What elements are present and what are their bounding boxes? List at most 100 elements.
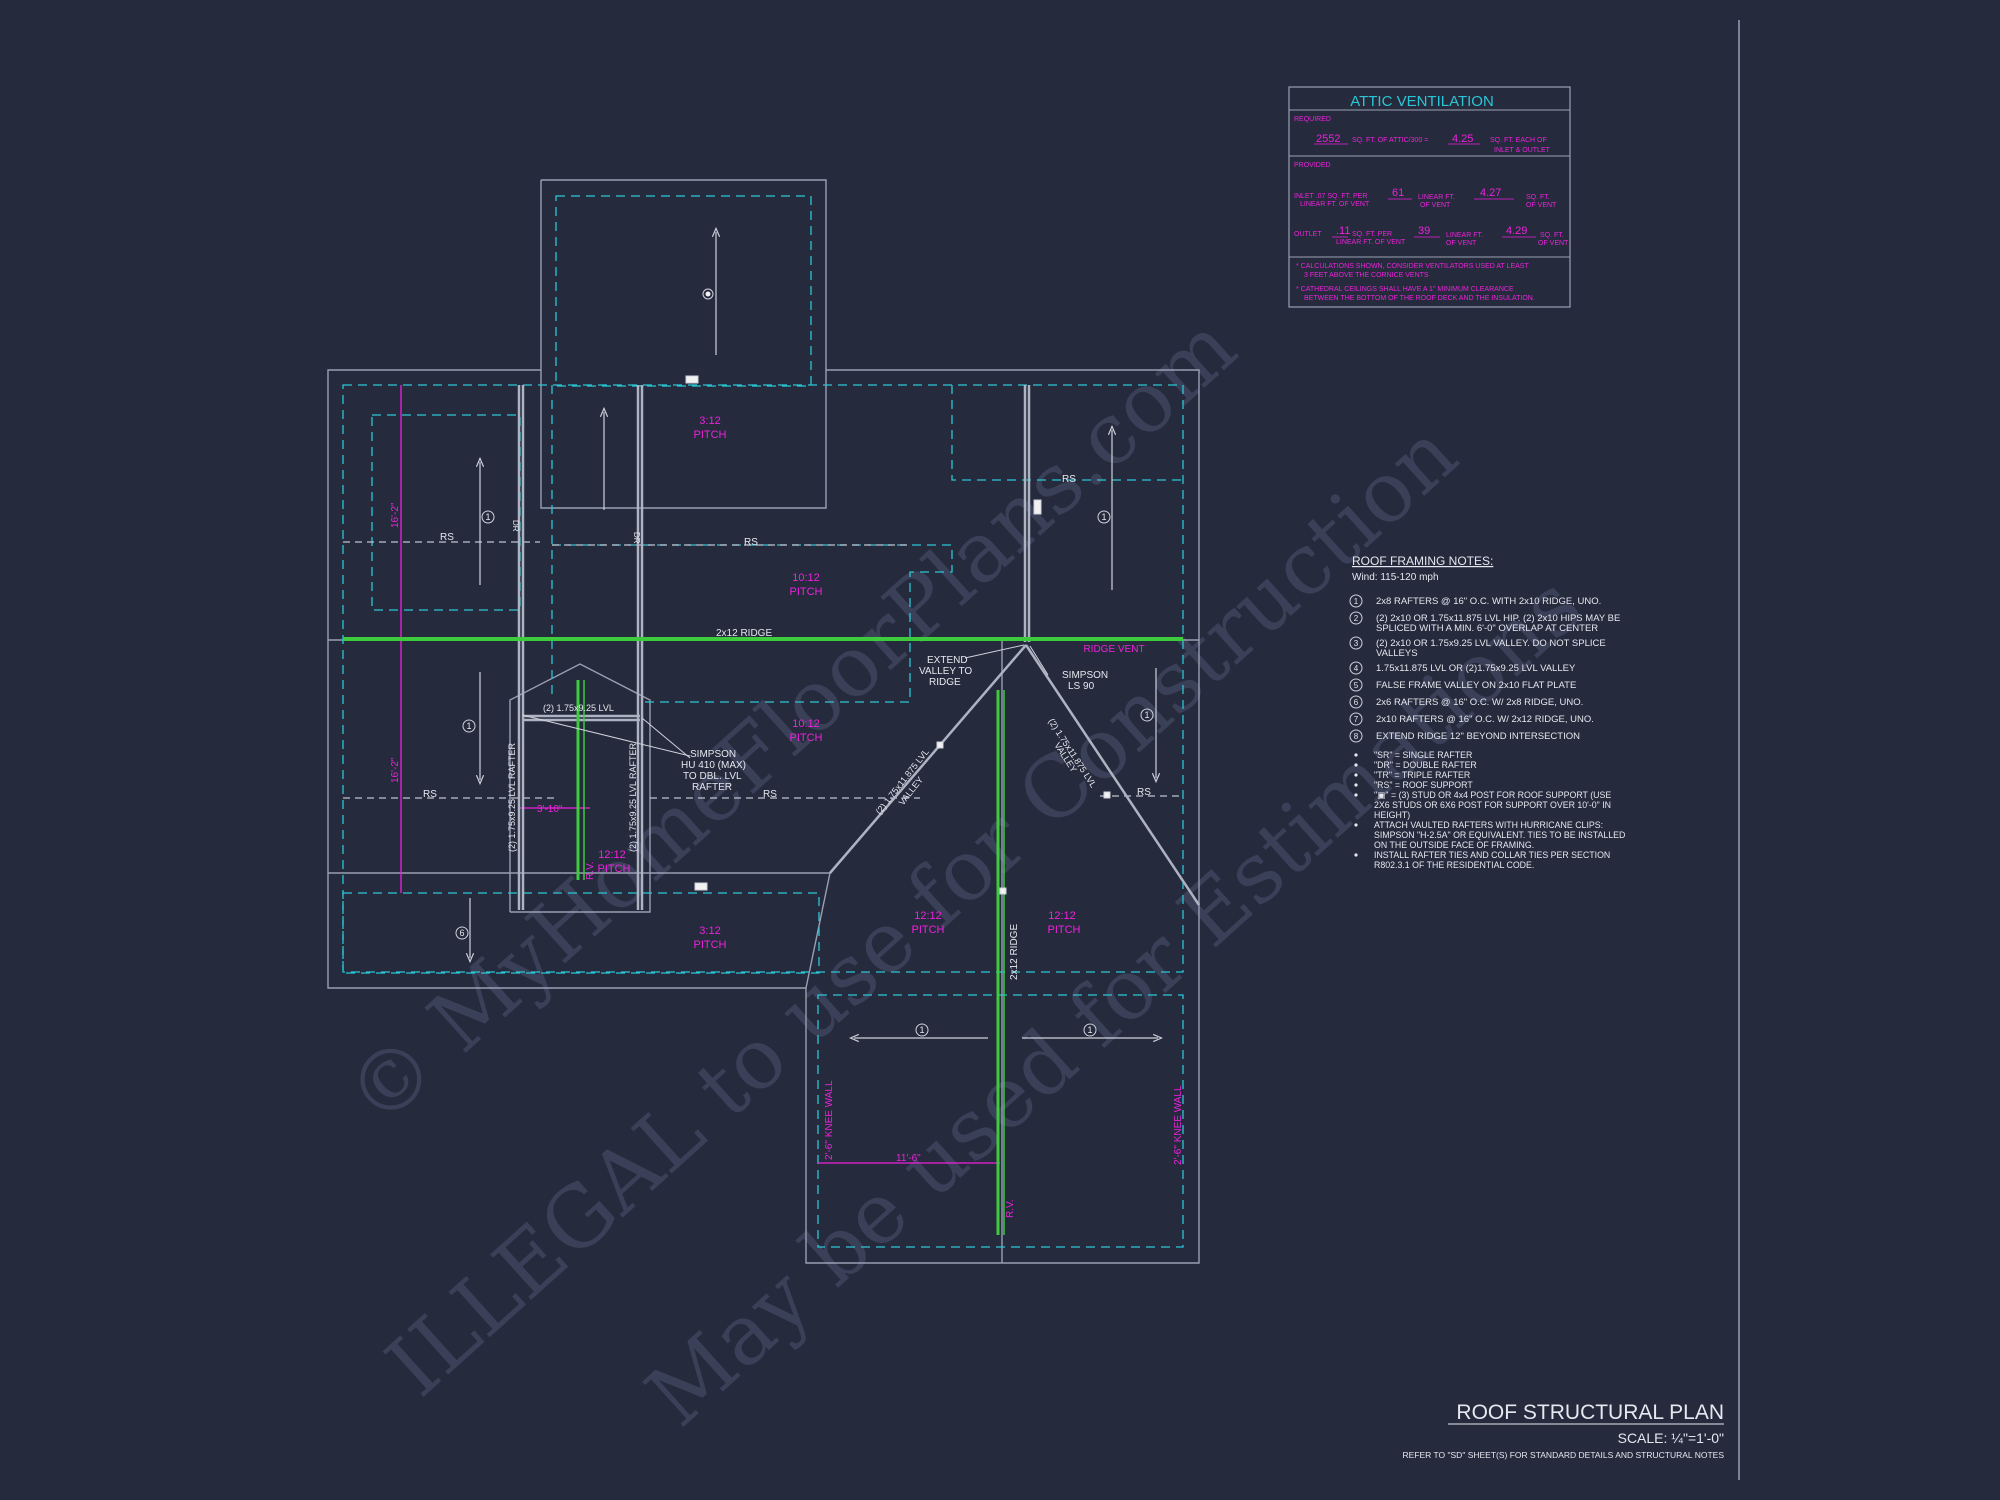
outlet-lf: 39 [1418, 225, 1430, 237]
simpson-ls90-note: SIMPSON [1062, 670, 1108, 681]
lvl-rafter-right: (2) 1.75x9.25 LVL RAFTER [628, 742, 638, 852]
sheet-border-line [1738, 20, 1740, 1480]
note-text: 2x10 RAFTERS @ 16" O.C. W/ 2x12 RIDGE, U… [1376, 714, 1594, 725]
bullet-text: "RS" = ROOF SUPPORT [1374, 780, 1473, 790]
note-text: (2) 2x10 OR 1.75x11.875 LVL HIP. (2) 2x1… [1376, 613, 1620, 624]
ridges [343, 637, 1183, 1235]
note-text: 2x8 RAFTERS @ 16" O.C. WITH 2x10 RIDGE, … [1376, 596, 1601, 607]
note-bullet [1354, 823, 1358, 827]
provided-label: PROVIDED [1294, 162, 1331, 169]
rs-label: RS [423, 789, 437, 800]
pitch-word: PITCH [694, 429, 727, 441]
tag-1c: 1 [466, 721, 471, 731]
section-tags [455, 510, 1154, 1037]
note-bullet [1354, 753, 1358, 757]
pitch-label: 3:12 [699, 925, 720, 937]
tag-1f: 1 [1087, 1025, 1092, 1035]
rafters [517, 385, 1201, 910]
refer-note: REFER TO "SD" SHEET(S) FOR STANDARD DETA… [1402, 1450, 1724, 1460]
outlet-lf-text: OF VENT [1446, 240, 1477, 247]
extend-valley-note: VALLEY TO [919, 666, 972, 677]
simpson-hu410-note: RAFTER [692, 782, 732, 793]
required-label: REQUIRED [1294, 116, 1331, 123]
note-number: 5 [1354, 681, 1359, 690]
note-text: EXTEND RIDGE 12" BEYOND INTERSECTION [1376, 731, 1580, 742]
inlet-lf-text: LINEAR FT. [1418, 194, 1455, 201]
inlet-text: INLET .07 SQ. FT. PER [1294, 193, 1367, 200]
tag-1a: 1 [485, 512, 490, 522]
pitch-label: 12:12 [1048, 910, 1076, 922]
ventilation-note: * CATHEDRAL CEILINGS SHALL HAVE A 1" MIN… [1296, 286, 1514, 293]
inlet-text: LINEAR FT. OF VENT [1300, 201, 1370, 208]
note-number: 1 [1354, 597, 1359, 606]
note-bullet [1354, 853, 1358, 857]
outlet-lf-text: LINEAR FT. [1446, 232, 1483, 239]
pitch-word: PITCH [912, 924, 945, 936]
pitch-word: PITCH [1048, 924, 1081, 936]
note-bullet [1354, 773, 1358, 777]
inlet-sf-text: SQ. FT. [1526, 194, 1550, 201]
note-number-circle [1349, 729, 1363, 743]
bullet-text: ON THE OUTSIDE FACE OF FRAMING. [1374, 840, 1534, 850]
note-text: FALSE FRAME VALLEY ON 2x10 FLAT PLATE [1376, 680, 1576, 691]
rs-label: RS [744, 537, 758, 548]
attic-ventilation-table: ATTIC VENTILATION REQUIRED 2552 SQ. FT. … [1288, 86, 1571, 308]
outlet-text: LINEAR FT. OF VENT [1336, 239, 1406, 246]
note-bullet [1354, 783, 1358, 787]
bullet-text: 2X6 STUDS OR 6X6 POST FOR SUPPORT OVER 1… [1374, 800, 1611, 810]
pitch-word: PITCH [694, 939, 727, 951]
note-number-circle [1349, 636, 1363, 650]
pitch-label: 12:12 [914, 910, 942, 922]
pitch-label: 12:12 [598, 849, 626, 861]
note-number: 2 [1354, 614, 1359, 623]
bullet-text: "DR" = DOUBLE RAFTER [1374, 760, 1477, 770]
tag-1d: 1 [1144, 710, 1149, 720]
required-each-text: SQ. FT. EACH OF [1490, 137, 1547, 144]
note-number: 8 [1354, 732, 1359, 741]
dimension-11-6: 11'-6" [896, 1153, 921, 1164]
note-number-circle [1349, 695, 1363, 709]
outlet-text: OUTLET [1294, 231, 1322, 238]
note-number-circle [1349, 594, 1363, 608]
bullet-text: "▣" = (3) STUD OR 4x4 POST FOR ROOF SUPP… [1374, 790, 1611, 800]
inlet-sf-text: OF VENT [1526, 202, 1557, 209]
dr-label: DR [511, 520, 520, 532]
tag-6: 6 [459, 928, 464, 938]
dimension-16-2-lower: 16'-2" [390, 757, 401, 783]
simpson-hu410-note: HU 410 (MAX) [681, 760, 746, 771]
ventilation-note: BETWEEN THE BOTTOM OF THE ROOF DECK AND … [1304, 295, 1535, 302]
note-number: 3 [1354, 639, 1359, 648]
note-number: 4 [1354, 664, 1359, 673]
note-number: 7 [1354, 715, 1359, 724]
dashed-wall-lines [342, 195, 1184, 1248]
simpson-ls90-note: LS 90 [1068, 681, 1095, 692]
rs-label: RS [763, 789, 777, 800]
ventilation-note: * CALCULATIONS SHOWN, CONSIDER VENTILATO… [1296, 263, 1529, 270]
note-bullet [1354, 793, 1358, 797]
note-number: 6 [1354, 698, 1359, 707]
rafter-direction-arrows [470, 232, 1158, 1038]
required-each: 4.25 [1452, 133, 1473, 145]
outlet-sf: 4.29 [1506, 225, 1527, 237]
pitch-word: PITCH [790, 732, 823, 744]
pitch-label: 10:12 [792, 572, 820, 584]
bullet-text: HEIGHT) [1374, 810, 1410, 820]
roof-support-lines [343, 541, 1183, 799]
note-text: 2x6 RAFTERS @ 16" O.C. W/ 2x8 RIDGE, UNO… [1376, 697, 1583, 708]
pitch-word: PITCH [790, 586, 823, 598]
note-text: SPLICED WITH A MIN. 6'-0" OVERLAP AT CEN… [1376, 623, 1598, 634]
leader-lines [521, 644, 1049, 759]
lvl-rafter-left: (2) 1.75x9.25 LVL RAFTER [507, 742, 517, 852]
tag-1b: 1 [1101, 512, 1106, 522]
rv-label-right: R.V. [1005, 1199, 1016, 1218]
note-number-circle [1349, 678, 1363, 692]
note-number-circle [1349, 661, 1363, 675]
note-text: 1.75x11.875 LVL OR (2)1.75x9.25 LVL VALL… [1376, 663, 1576, 674]
inlet-lf: 61 [1392, 187, 1404, 199]
rs-label: RS [1062, 474, 1076, 485]
lvl-header-label: (2) 1.75x9.25 LVL [543, 703, 614, 713]
title-block: ROOF STRUCTURAL PLAN SCALE: ¼"=1'-0" REF… [1402, 1401, 1724, 1460]
note-number-circle [1349, 712, 1363, 726]
